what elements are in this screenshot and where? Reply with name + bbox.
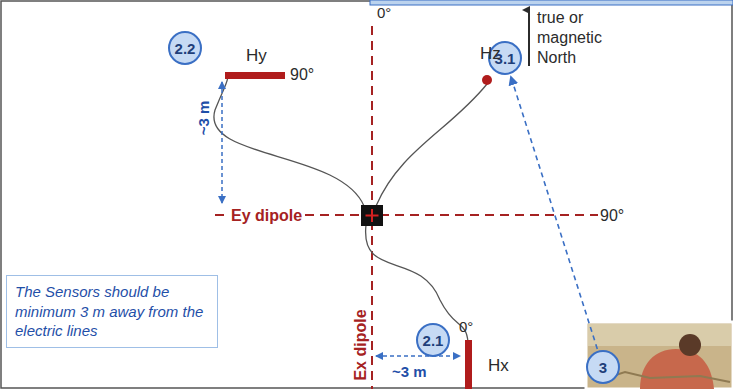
leader-connector xyxy=(511,76,598,349)
angle-label: 0° xyxy=(377,4,391,22)
north-label: true or magnetic North xyxy=(537,8,629,68)
angle-label: 90° xyxy=(600,206,624,225)
dipole-label: Ey dipole xyxy=(228,206,305,225)
hz-cable xyxy=(376,84,487,206)
dipole-label: Ex dipole xyxy=(351,306,370,383)
distance-label: ~3 m xyxy=(392,363,427,381)
note-box: The Sensors should be minimum 3 m away f… xyxy=(6,275,218,348)
angle-label: 0° xyxy=(459,318,473,336)
top-banner xyxy=(370,0,733,5)
north-arrow xyxy=(528,10,530,66)
callout-number: 2.2 xyxy=(175,40,196,57)
distance-label: ~3 m xyxy=(195,101,213,136)
sensor-name: Hz xyxy=(480,44,501,64)
hy-cable xyxy=(214,76,364,206)
hz-sensor xyxy=(482,75,492,85)
logger-plus xyxy=(366,209,379,222)
callout-number: 2.1 xyxy=(423,332,444,349)
hy-sensor xyxy=(225,72,285,79)
sensor-name: Hy xyxy=(246,46,267,66)
hx-sensor xyxy=(465,340,472,389)
angle-label: 90° xyxy=(290,65,314,84)
callout-circle: 2.2 xyxy=(168,31,202,65)
distance-arrow xyxy=(376,355,460,357)
note-text: The Sensors should be minimum 3 m away f… xyxy=(15,283,203,339)
field-photo xyxy=(586,322,733,389)
callout-number: 3 xyxy=(599,359,607,376)
hx-cable xyxy=(366,225,468,342)
callout-circle: 2.1 xyxy=(416,323,450,357)
distance-arrow xyxy=(221,82,223,203)
logger-box xyxy=(361,205,383,226)
sensor-name: Hx xyxy=(488,356,509,376)
callout-circle: 3 xyxy=(586,350,620,384)
